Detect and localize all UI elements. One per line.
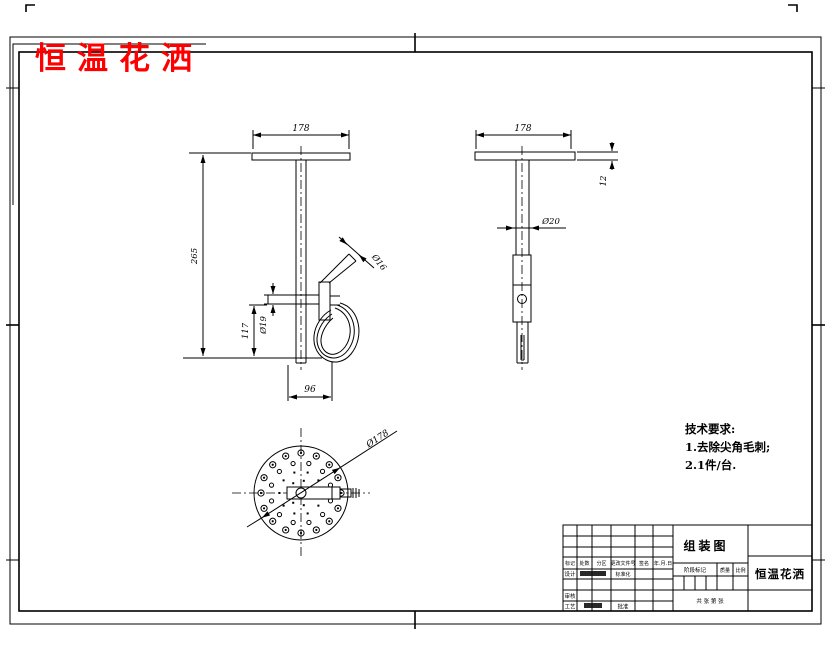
dim-front-arm-dia: Ø19: [258, 316, 269, 335]
hose-loop: [313, 302, 360, 363]
outer-border: [9, 36, 822, 625]
trim-mark-top-left: [25, 4, 35, 12]
dim-side-pipe-dia: Ø20: [541, 216, 560, 227]
title-block-border: [562, 524, 813, 612]
sheet-frame: [6, 4, 825, 629]
sheet-info-label: 共 张 第 张: [696, 597, 724, 605]
trim-mark-top-right: [788, 4, 798, 12]
stage-mark-label: 阶段标记: [684, 566, 707, 574]
row-process: 工艺: [564, 604, 576, 611]
dim-bottom-head-dia: Ø178: [364, 427, 392, 450]
tech-req-heading: 技术要求:: [685, 422, 735, 436]
inner-border: [18, 51, 813, 612]
connector-stub: [339, 488, 352, 498]
side-view-dimensions: 178 12 Ø20: [475, 124, 618, 231]
drawing-type-label: 组装图: [683, 538, 728, 553]
dim-front-plate-width: 178: [292, 124, 309, 134]
title-block: 组装图 恒温花洒 标记 处数 分区 更改文件号 签名 年.月.日 设计 标准化 …: [562, 524, 813, 612]
front-view: [251, 146, 360, 370]
col-date: 年.月.日: [654, 560, 672, 567]
front-view-dimensions: 178 265 117 Ø19 Ø16 96: [183, 124, 389, 401]
row-design: 设计: [564, 570, 576, 578]
dim-side-plate-width: 178: [514, 124, 531, 134]
signature-smudge: [580, 571, 606, 576]
col-count: 处数: [579, 560, 589, 567]
col-sign: 签名: [639, 560, 649, 567]
signature-smudge-2: [584, 603, 602, 608]
sheet-title: 恒温花洒: [35, 41, 203, 77]
col-mark: 标记: [565, 560, 575, 567]
col-doc: 更改文件号: [610, 560, 635, 567]
cell-approve: 批准: [617, 603, 629, 611]
dim-front-arm-height: 117: [241, 322, 251, 339]
shower-plate-side: [474, 151, 576, 161]
dim-front-bottom-offset: 96: [304, 385, 316, 395]
col-zone: 分区: [596, 560, 606, 567]
technical-requirements: 技术要求: 1.去除尖角毛刺; 2.1件/台.: [685, 422, 770, 472]
cell-standard: 标准化: [615, 571, 630, 578]
corner-bracket: [12, 43, 206, 205]
tech-req-line2: 2.1件/台.: [685, 458, 736, 472]
dim-side-plate-thickness: 12: [599, 176, 609, 187]
mass-label: 质量: [720, 567, 730, 574]
tech-req-line1: 1.去除尖角毛刺;: [685, 440, 770, 454]
side-view: [474, 146, 576, 370]
part-name-label: 恒温花洒: [755, 567, 805, 581]
scale-label: 比例: [735, 567, 745, 574]
bottom-view: Ø178: [232, 427, 398, 558]
dim-front-total-height: 265: [190, 248, 200, 265]
dim-front-angle-pipe-dia: Ø16: [369, 251, 390, 273]
row-check: 审核: [564, 592, 576, 600]
